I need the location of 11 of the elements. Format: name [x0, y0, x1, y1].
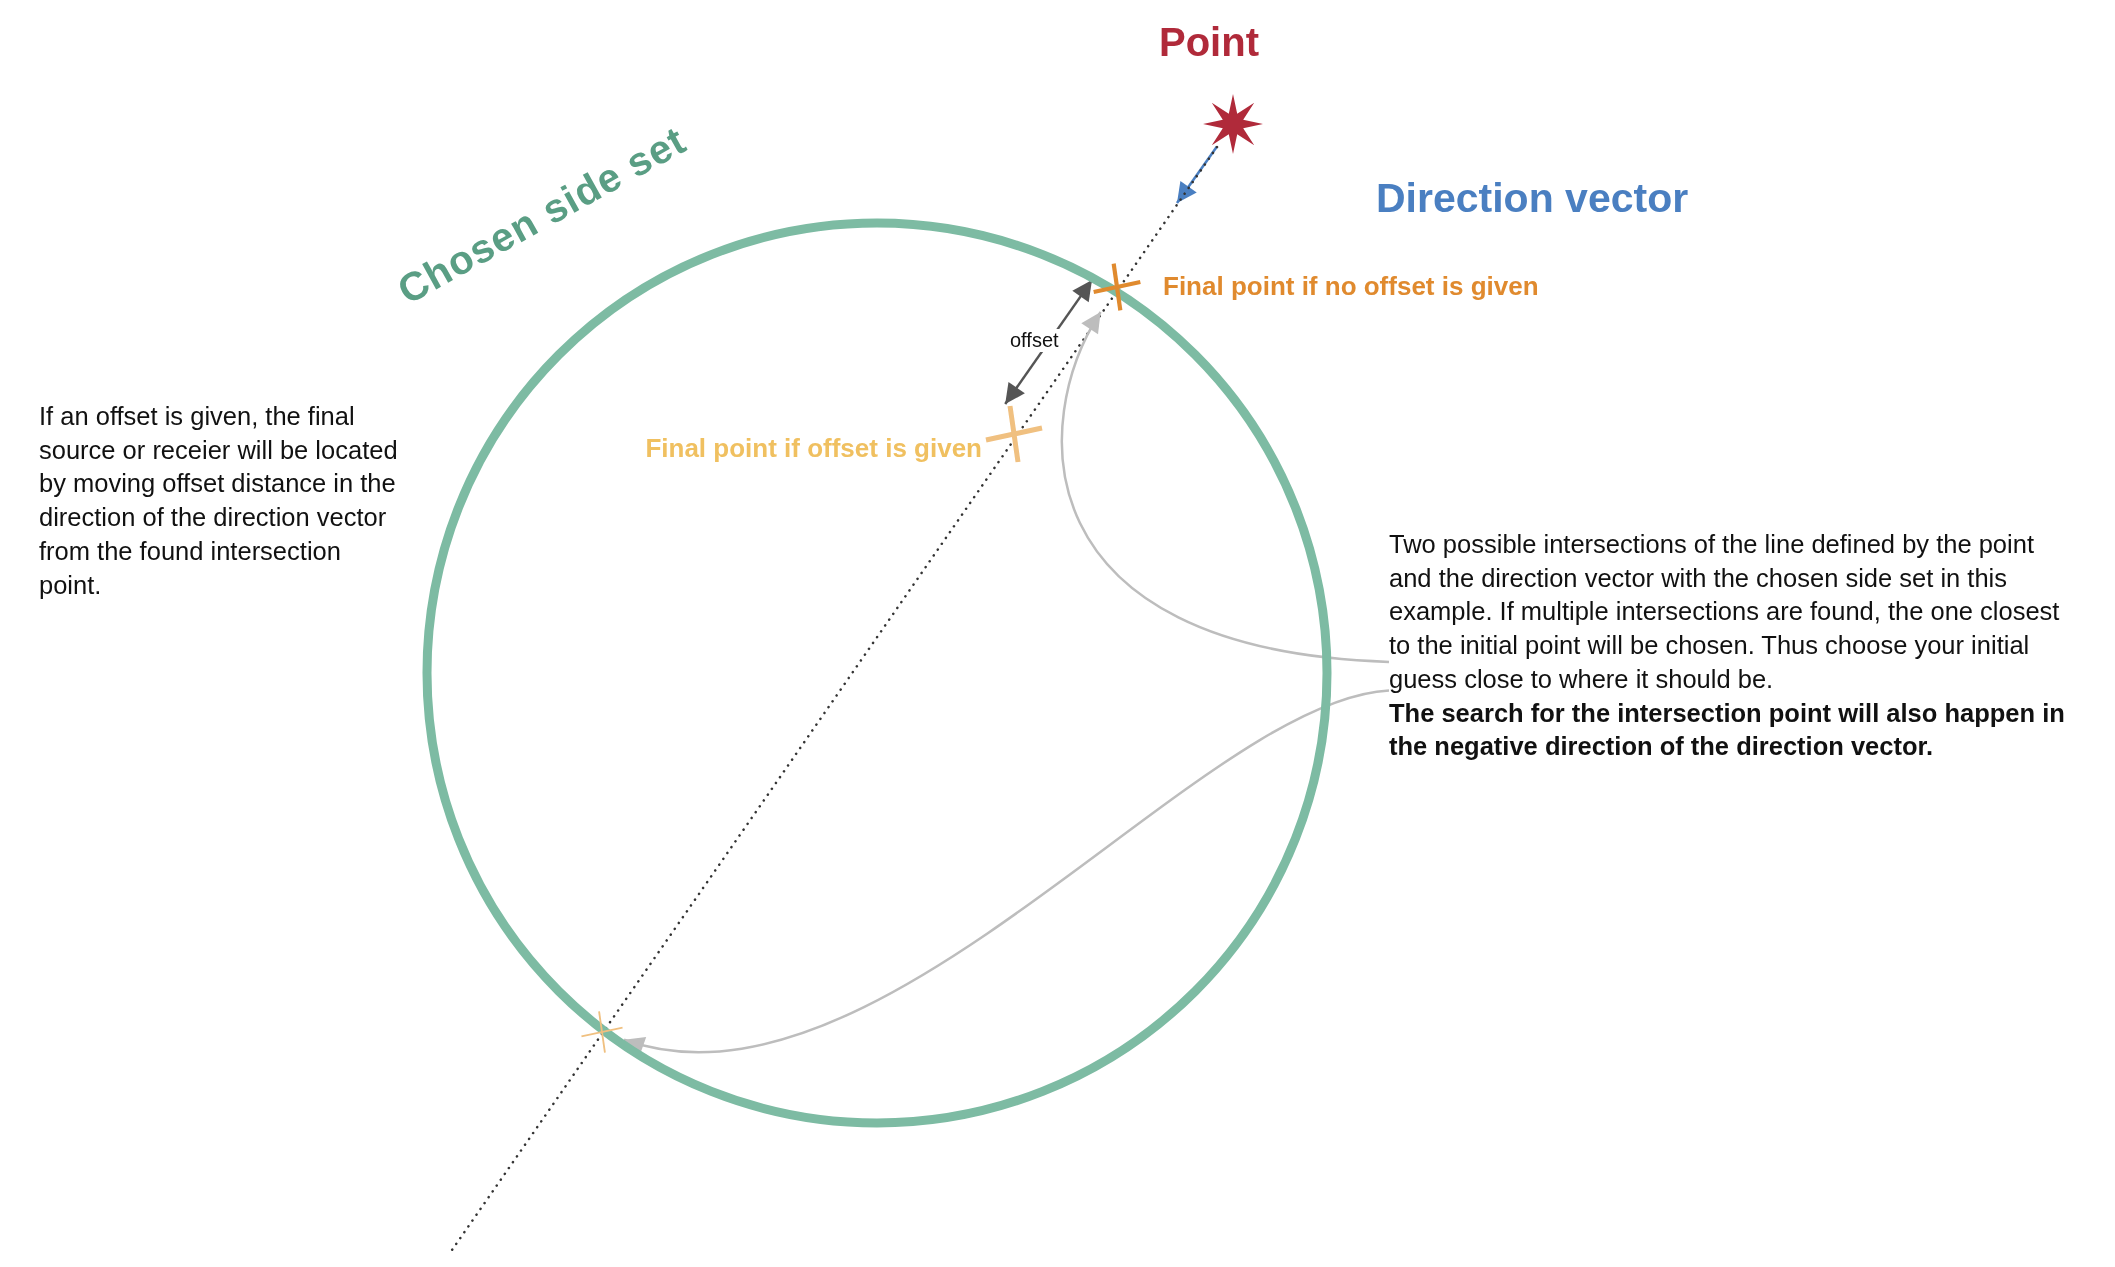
bold-note-text: The search for the intersection point will also happen in the negative direction of the direction vector. — [1389, 697, 2066, 763]
note-text: If an offset is given, the final source or receier will be located by moving offset distance in the direction of the direction vector from the found intersection point. — [39, 401, 399, 601]
note-text: Two possible intersections of the line defined by the point and the direction vector with the chosen side set in this example. If multiple intersections are found, the one closest to the initial point will be chosen. Thus choose your initial guess close to where it should be. — [1389, 529, 2061, 695]
arrow — [1176, 146, 1218, 204]
dotted-line — [450, 145, 1219, 1252]
edge-label: offset — [1008, 329, 1061, 352]
leader-line — [623, 689, 1390, 1054]
point-caption: Final point if offset is given — [645, 433, 982, 464]
point-label: Point — [1159, 20, 1259, 65]
leader-line — [1060, 311, 1390, 664]
point-caption: Final point if no offset is given — [1163, 271, 1539, 302]
